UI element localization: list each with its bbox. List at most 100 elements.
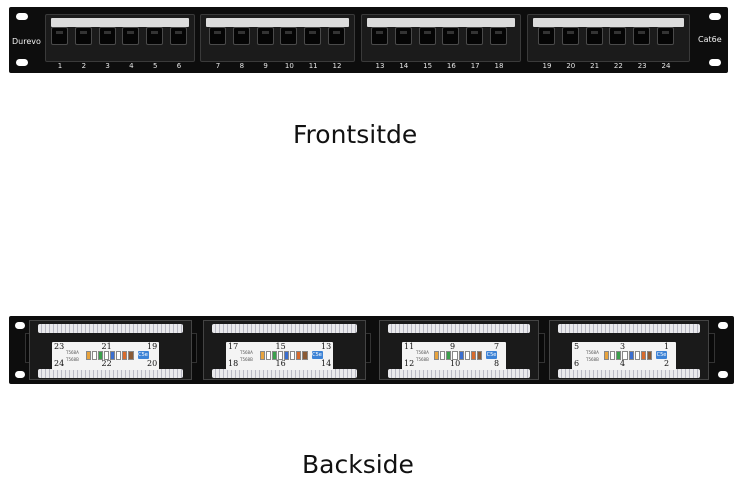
category-badge: C5e	[486, 351, 497, 359]
wiring-legend: T568A	[240, 350, 253, 355]
port-number: 16	[275, 359, 286, 368]
rj45-jack	[609, 27, 627, 45]
brand-label-right: Cat6e	[698, 35, 722, 44]
port-number: 17	[470, 62, 480, 70]
rj45-jack	[561, 27, 579, 45]
label-strip	[206, 18, 349, 27]
rj45-jack	[490, 27, 507, 45]
port-number: 2	[664, 359, 670, 368]
port-number: 9	[450, 342, 456, 351]
rj45-jack	[304, 27, 322, 45]
port-number: 3	[620, 342, 626, 351]
rj45-jack	[280, 27, 298, 45]
pin-color-swatch	[640, 351, 646, 360]
port-number: 9	[263, 62, 268, 70]
pin-color-swatch	[128, 351, 134, 360]
idc-terminal-strip	[212, 324, 357, 333]
pin-color-swatch	[470, 351, 476, 360]
rj45-jack	[418, 27, 436, 45]
port-number: 10	[284, 62, 294, 70]
port-number: 23	[637, 62, 647, 70]
wiring-legend: T568A	[586, 350, 599, 355]
mounting-hole	[16, 59, 28, 66]
pin-color-swatch	[458, 351, 464, 360]
pin-color-swatch	[476, 351, 482, 360]
brand-label-left: Durevo	[12, 37, 41, 46]
idc-terminal-strip	[558, 369, 700, 378]
wiring-legend: T568B	[416, 357, 429, 362]
pin-color-swatch	[302, 351, 308, 360]
category-badge: C5e	[311, 351, 323, 359]
pin-color-swatch	[296, 351, 302, 360]
pin-color-swatch	[604, 351, 610, 360]
pin-color-swatch	[610, 351, 616, 360]
port-number: 24	[661, 62, 671, 70]
label-strip	[533, 18, 684, 27]
port-number: 12	[332, 62, 342, 70]
pin-color-swatch	[277, 351, 283, 360]
pin-color-swatch	[103, 351, 109, 360]
rj45-jack	[657, 27, 674, 45]
rj45-jack	[371, 27, 388, 45]
rj45-jack	[209, 27, 226, 45]
idc-terminal-strip	[388, 324, 530, 333]
rj45-jack	[74, 27, 92, 45]
color-code-pins	[259, 351, 308, 360]
color-code-pins	[85, 351, 134, 360]
label-strip	[367, 18, 515, 27]
category-badge: C5e	[656, 351, 667, 359]
port-number: 22	[613, 62, 623, 70]
pin-color-swatch	[446, 351, 452, 360]
idc-terminal-strip	[212, 369, 357, 378]
mounting-hole	[709, 13, 721, 20]
rj45-jack	[633, 27, 651, 45]
pin-color-swatch	[452, 351, 458, 360]
rj45-jack	[442, 27, 460, 45]
port-number: 4	[129, 62, 134, 70]
wiring-legend: T568B	[586, 357, 599, 362]
port-number: 8	[494, 359, 500, 368]
port-number: 16	[446, 62, 456, 70]
idc-terminal-strip	[558, 324, 700, 333]
port-number: 21	[101, 342, 112, 351]
mounting-hole	[15, 322, 25, 329]
mounting-hole	[16, 13, 28, 20]
port-number: 10	[450, 359, 461, 368]
pin-color-swatch	[646, 351, 652, 360]
pin-color-swatch	[259, 351, 265, 360]
port-number: 24	[54, 359, 65, 368]
pin-color-swatch	[616, 351, 622, 360]
port-number: 6	[574, 359, 580, 368]
category-badge: C5e	[137, 351, 149, 359]
color-code-pins	[604, 351, 652, 360]
port-number: 11	[308, 62, 318, 70]
port-number: 18	[228, 359, 239, 368]
port-number: 14	[321, 359, 332, 368]
pin-color-swatch	[110, 351, 116, 360]
port-number: 1	[664, 342, 670, 351]
pin-color-swatch	[116, 351, 122, 360]
rj45-jack	[122, 27, 140, 45]
port-number: 22	[101, 359, 112, 368]
rj45-jack	[232, 27, 250, 45]
pin-color-swatch	[91, 351, 97, 360]
wiring-legend: T568A	[416, 350, 429, 355]
rj45-jack	[51, 27, 68, 45]
rj45-jack	[394, 27, 412, 45]
label-strip	[51, 18, 189, 27]
idc-terminal-strip	[38, 369, 183, 378]
pin-color-swatch	[628, 351, 634, 360]
port-number: 3	[105, 62, 110, 70]
port-number: 14	[399, 62, 409, 70]
port-number: 11	[404, 342, 415, 351]
port-number: 5	[152, 62, 158, 70]
pin-color-swatch	[265, 351, 271, 360]
wiring-legend: T568A	[66, 350, 79, 355]
port-number: 13	[321, 342, 332, 351]
color-code-pins	[434, 351, 482, 360]
port-number: 19	[147, 342, 158, 351]
